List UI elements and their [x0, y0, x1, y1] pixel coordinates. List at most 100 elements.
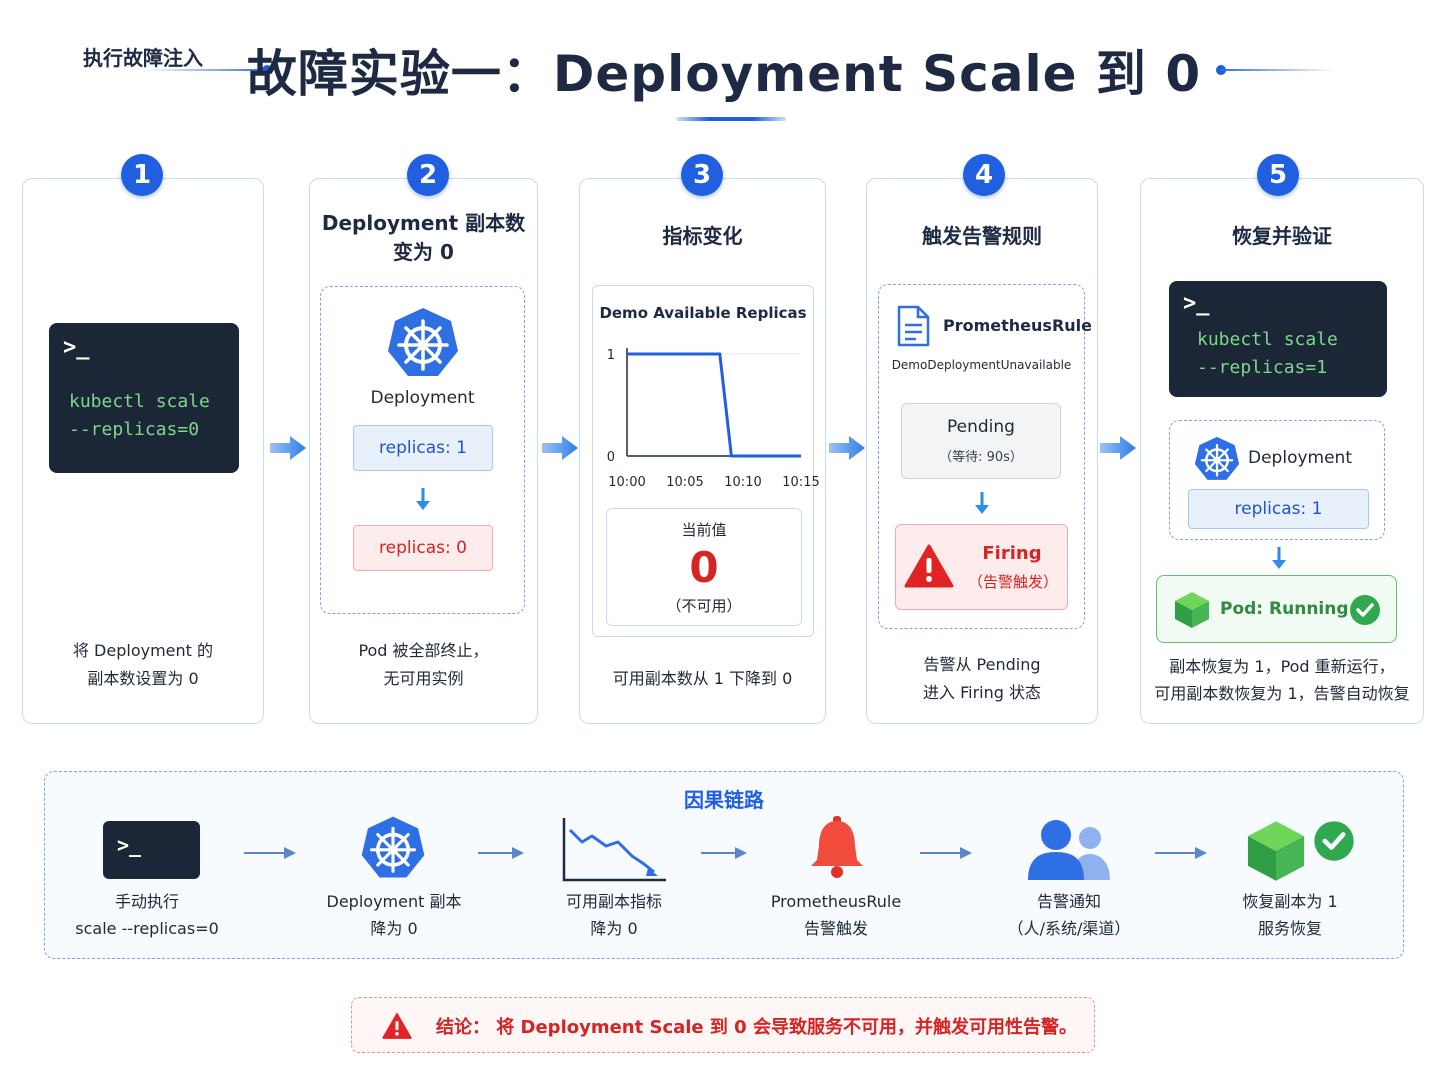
step-description-line2: 副本数设置为 0: [87, 669, 199, 688]
firing-label: Firing: [982, 543, 1042, 564]
causal-arrow-icon: [244, 847, 296, 859]
check-circle-icon: [1350, 595, 1380, 625]
warning-icon: [382, 1013, 412, 1039]
terminal-command-line2: --replicas=1: [1197, 357, 1328, 378]
step-card-4: 触发告警规则 PrometheusRule DemoDeploymentUnav…: [866, 178, 1098, 724]
conclusion-banner: 结论： 将 Deployment Scale 到 0 会导致服务不可用，并触发可…: [351, 997, 1095, 1053]
document-icon: [897, 305, 930, 347]
current-value-note: （不可用）: [666, 597, 742, 615]
replicas-after-badge: replicas: 0: [353, 525, 493, 571]
terminal-command-line1: kubectl scale: [1197, 329, 1338, 350]
chart-y-tick-label: 0: [607, 450, 615, 465]
chart-x-tick-label: 10:15: [782, 475, 819, 490]
step-badge-2: 2: [407, 154, 449, 196]
alert-rule-group: PrometheusRule DemoDeploymentUnavailable…: [878, 284, 1092, 629]
causal-item-2-line2: 降为 0: [370, 919, 418, 938]
step-badge-3: 3: [681, 154, 723, 196]
firing-note: （告警触发）: [967, 573, 1058, 591]
pending-label: Pending: [947, 417, 1015, 437]
right-arrow-icon: [829, 436, 865, 460]
step-description-line2: 可用副本数恢复为 1，告警自动恢复: [1154, 684, 1410, 703]
causal-item-2-line1: Deployment 副本: [326, 892, 462, 911]
step-title-line2: 变为 0: [393, 240, 454, 264]
right-arrow-icon: [270, 436, 306, 460]
causal-chain-panel: [44, 771, 1404, 959]
kubernetes-icon: [388, 308, 458, 376]
pending-state-box: Pending （等待: 90s）: [901, 403, 1061, 479]
step-title: 恢复并验证: [1232, 224, 1332, 248]
step-description-line1: 将 Deployment 的: [72, 641, 214, 660]
terminal-panel: >_ kubectl scale --replicas=0: [49, 323, 239, 473]
chart-x-tick-label: 10:00: [608, 475, 645, 490]
rule-kind: PrometheusRule: [943, 316, 1092, 335]
green-cube-icon: [1175, 592, 1209, 628]
down-arrow-icon: [975, 492, 989, 514]
causal-item-6-line1: 恢复副本为 1: [1242, 892, 1338, 911]
causal-item-1-line1: 手动执行: [114, 892, 179, 911]
step-title-line1: Deployment 副本数: [321, 211, 526, 235]
causal-arrow-icon: [920, 847, 972, 859]
title-underline: [676, 117, 786, 121]
deployment-label: Deployment: [370, 388, 475, 408]
chart-y-tick-label: 1: [607, 348, 615, 363]
causal-chain-title: 因果链路: [684, 788, 764, 812]
down-arrow-icon: [1272, 547, 1286, 569]
causal-item-5-line2: （人/系统/渠道）: [1007, 919, 1131, 938]
step-badge-5: 5: [1257, 154, 1299, 196]
step-badge-1: 1: [121, 154, 163, 196]
causal-item-5-line1: 告警通知: [1036, 892, 1101, 911]
replica-line-chart: 0 1 10:00 10:05 10:10 10:15: [607, 348, 820, 490]
deployment-label: Deployment: [1248, 448, 1352, 468]
causal-item-4-line1: PrometheusRule: [770, 892, 902, 911]
causal-arrow-icon: [701, 847, 747, 859]
step-title: 执行故障注入: [83, 46, 203, 70]
chart-series-line: [627, 352, 801, 458]
right-arrow-icon: [542, 436, 578, 460]
step-card-2: Deployment 副本数 变为 0 Deployment replicas:…: [309, 178, 538, 724]
users-icon: [1028, 820, 1110, 880]
chart-x-tick-label: 10:05: [666, 475, 703, 490]
causal-item-3-line2: 降为 0: [590, 919, 638, 938]
pod-status-box: Pod: Running: [1156, 575, 1397, 643]
step-card-5: 恢复并验证 >_ kubectl scale --replicas=1 Depl…: [1140, 178, 1424, 724]
causal-item-3-line1: 可用副本指标: [565, 892, 662, 911]
step-card-1: 执行故障注入 >_ kubectl scale --replicas=0 将 D…: [22, 46, 264, 724]
rule-name: DemoDeploymentUnavailable: [891, 358, 1072, 372]
causal-item-1-line2: scale --replicas=0: [75, 919, 219, 938]
down-arrow-icon: [416, 488, 430, 510]
terminal-command-line1: kubectl scale: [69, 391, 210, 412]
firing-state-box: Firing （告警触发）: [895, 524, 1068, 610]
step-title: 触发告警规则: [922, 224, 1042, 248]
terminal-prompt-icon: >_: [117, 833, 142, 857]
terminal-command-line2: --replicas=0: [69, 419, 200, 440]
step-description-line1: 副本恢复为 1，Pod 重新运行，: [1169, 657, 1395, 676]
bell-icon: [811, 816, 863, 878]
step-description-line2: 无可用实例: [383, 669, 464, 688]
terminal-prompt-icon: >_: [63, 335, 90, 360]
current-value-panel: 当前值 0 （不可用）: [606, 508, 802, 626]
kubernetes-icon: [1194, 436, 1240, 480]
metric-panel: Demo Available Replicas 0 1 10:00 10:05 10:1…: [592, 285, 820, 637]
causal-item-6-line2: 服务恢复: [1257, 919, 1322, 938]
title-left-dot: [262, 65, 272, 75]
causal-arrow-icon: [478, 847, 524, 859]
step-badge-4: 4: [963, 154, 1005, 196]
check-circle-icon: [1314, 821, 1354, 861]
kubernetes-icon: [361, 816, 425, 878]
current-value: 0: [689, 543, 719, 592]
pod-status-label: Pod: Running: [1220, 599, 1349, 619]
replicas-before-badge: replicas: 1: [353, 425, 493, 471]
step-description-line1: 告警从 Pending: [923, 655, 1041, 674]
causal-arrow-icon: [1155, 847, 1207, 859]
terminal-panel: >_ kubectl scale --replicas=1: [1169, 281, 1387, 397]
warning-icon: [904, 544, 954, 588]
pending-note: （等待: 90s）: [939, 450, 1023, 465]
title-left-line: [145, 69, 267, 71]
step-description-line2: 进入 Firing 状态: [923, 683, 1041, 702]
title-right-line: [1220, 69, 1335, 71]
deployment-state-group: Deployment replicas: 1 replicas: 0: [320, 286, 525, 614]
step-description-line1: Pod 被全部终止，: [358, 641, 489, 660]
chart-x-tick-label: 10:10: [724, 475, 761, 490]
chart-title: Demo Available Replicas: [599, 304, 807, 322]
green-cube-icon: [1247, 821, 1305, 881]
